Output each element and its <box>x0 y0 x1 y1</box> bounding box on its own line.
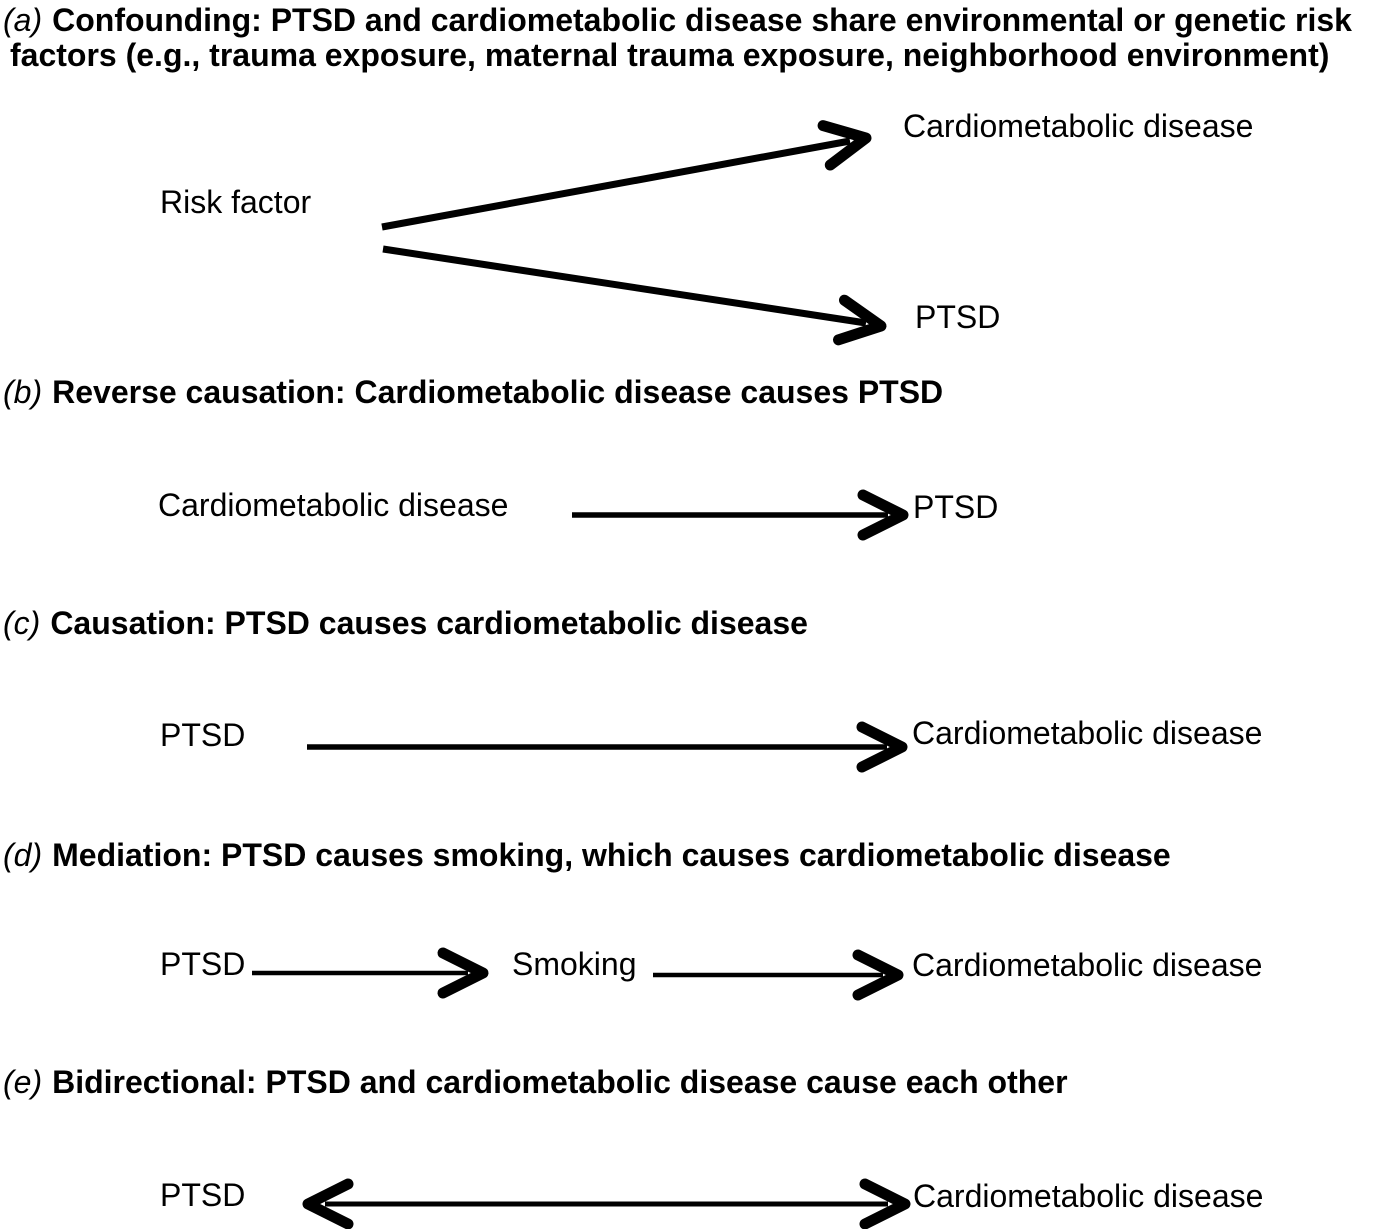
panel-a-title-text: Confounding: PTSD and cardiometabolic di… <box>52 2 1352 38</box>
panel-a-title: (a)Confounding: PTSD and cardiometabolic… <box>3 3 1352 37</box>
panel-d-tag: (d) <box>3 837 43 873</box>
arrow-ptsd-to-smoking <box>252 947 489 999</box>
node-cardiometabolic-b: Cardiometabolic disease <box>158 487 509 523</box>
panel-d-title-text: Mediation: PTSD causes smoking, which ca… <box>52 837 1171 873</box>
panel-c-title-text: Causation: PTSD causes cardiometabolic d… <box>50 605 808 641</box>
panel-c-tag: (c) <box>3 605 41 641</box>
arrowhead <box>857 489 909 541</box>
arrow-shaft <box>381 137 851 231</box>
panel-b-title: (b)Reverse causation: Cardiometabolic di… <box>3 375 943 409</box>
panel-b-title-text: Reverse causation: Cardiometabolic disea… <box>52 374 944 410</box>
arrow-ptsd-to-cardiometabolic <box>307 721 908 773</box>
arrowhead-left <box>302 1178 354 1229</box>
panel-d-title: (d)Mediation: PTSD causes smoking, which… <box>3 838 1171 872</box>
node-ptsd-b: PTSD <box>913 489 999 525</box>
node-cardiometabolic-e: Cardiometabolic disease <box>913 1178 1264 1214</box>
arrow-shaft <box>382 245 867 327</box>
arrowhead <box>856 721 908 773</box>
arrow-cardiometabolic-to-ptsd <box>572 489 909 541</box>
node-cardiometabolic-d: Cardiometabolic disease <box>912 947 1263 983</box>
arrowhead <box>852 949 904 1001</box>
panel-b-tag: (b) <box>3 374 43 410</box>
arrowhead <box>437 947 489 999</box>
node-ptsd-d: PTSD <box>160 946 246 982</box>
arrow-bidirectional-ptsd-cardiometabolic <box>302 1178 911 1229</box>
node-risk-factor: Risk factor <box>160 184 312 220</box>
node-ptsd-a: PTSD <box>915 299 1001 335</box>
arrow-riskfactor-to-cardiometabolic <box>381 120 872 231</box>
arrowhead-right <box>859 1178 911 1229</box>
node-cardiometabolic-a: Cardiometabolic disease <box>903 108 1254 144</box>
panel-e-title: (e)Bidirectional: PTSD and cardiometabol… <box>3 1065 1068 1099</box>
node-ptsd-e: PTSD <box>160 1177 246 1213</box>
panel-a-tag: (a) <box>3 2 43 38</box>
arrowhead <box>817 120 872 171</box>
node-ptsd-c: PTSD <box>160 717 246 753</box>
node-cardiometabolic-c: Cardiometabolic disease <box>912 715 1263 751</box>
arrowhead <box>833 294 887 346</box>
panel-e-tag: (e) <box>3 1064 43 1100</box>
panel-c-title: (c)Causation: PTSD causes cardiometaboli… <box>3 606 808 640</box>
panel-a-title-line2: factors (e.g., trauma exposure, maternal… <box>10 37 1330 73</box>
panel-e-title-text: Bidirectional: PTSD and cardiometabolic … <box>52 1064 1068 1100</box>
node-smoking: Smoking <box>512 946 637 982</box>
arrow-riskfactor-to-ptsd <box>382 245 887 346</box>
arrow-smoking-to-cardiometabolic <box>653 949 904 1001</box>
